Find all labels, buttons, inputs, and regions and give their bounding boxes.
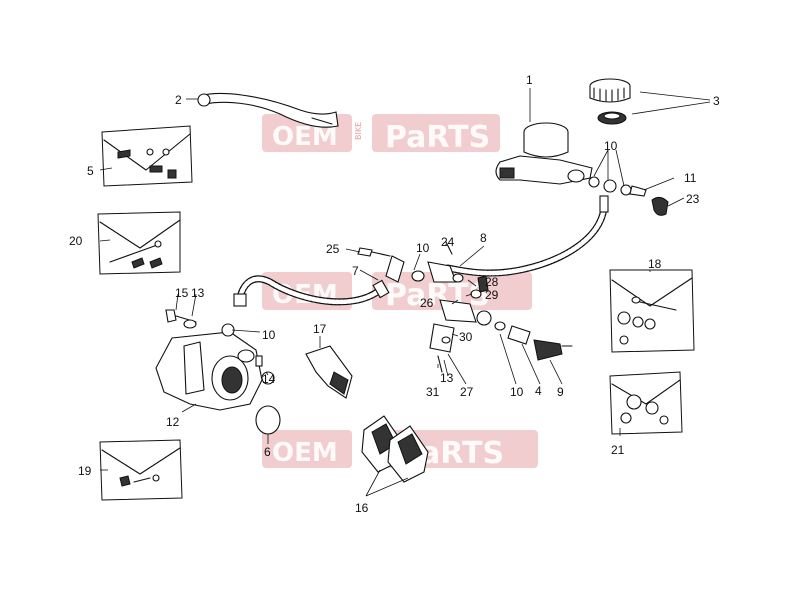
- callout-14: 14: [262, 372, 276, 386]
- watermark-brand-small: BIKE: [354, 122, 363, 140]
- master-cylinder: [495, 122, 593, 185]
- callout-26: 26: [420, 296, 434, 310]
- callout-27: 27: [460, 385, 474, 399]
- callout-23: 23: [686, 192, 700, 206]
- bleeder-cap: [651, 196, 669, 216]
- brake-pads: [361, 415, 429, 483]
- kit-bag-5: [101, 125, 193, 187]
- reservoir-cap: [589, 78, 631, 125]
- leader-lines: [99, 88, 711, 497]
- callout-10-lower: 10: [510, 385, 524, 399]
- callout-11: 11: [684, 171, 697, 185]
- callout-30: 30: [459, 330, 473, 344]
- brake-caliper: [155, 323, 275, 411]
- callout-13-caliper: 13: [191, 286, 205, 300]
- callout-19: 19: [78, 464, 92, 478]
- watermark-brand-right-3: aRTS: [420, 436, 504, 471]
- callout-31: 31: [426, 385, 440, 399]
- watermark-brand-left-3: OEM: [272, 438, 338, 468]
- kit-bag-19: [99, 439, 183, 501]
- brake-hose-upper: [444, 195, 609, 277]
- callout-4: 4: [535, 384, 542, 398]
- pad-spring: [305, 345, 353, 399]
- callout-25: 25: [326, 242, 340, 256]
- kit-bag-21: [609, 371, 683, 435]
- callout-13-junction: 13: [440, 371, 454, 385]
- callout-29: 29: [485, 288, 499, 302]
- callout-24: 24: [441, 235, 455, 249]
- brake-lever: [197, 92, 339, 128]
- callout-28: 28: [485, 275, 499, 289]
- callout-20: 20: [69, 234, 83, 248]
- callout-15: 15: [175, 286, 189, 300]
- callout-10-upper: 10: [604, 139, 618, 153]
- callout-5: 5: [87, 164, 94, 178]
- callout-3: 3: [713, 94, 720, 108]
- callout-7: 7: [352, 264, 359, 278]
- caliper-bolt: [165, 309, 197, 329]
- banjo-bolt-upper: [588, 176, 647, 197]
- watermark-brand-right: PaRTS: [385, 120, 490, 155]
- callout-21: 21: [611, 443, 625, 457]
- callout-10-caliper: 10: [262, 328, 276, 342]
- callout-10-junction: 10: [416, 241, 430, 255]
- callout-1: 1: [526, 73, 533, 87]
- kit-bag-18: [609, 269, 695, 353]
- callout-12: 12: [166, 415, 180, 429]
- callout-8: 8: [480, 231, 487, 245]
- callout-17: 17: [313, 322, 327, 336]
- callout-numbers: 1 2 3 4 5 6 7 8 9 10 10 10 10 11 12 13 1…: [69, 73, 720, 515]
- brake-hose-lower: [233, 275, 390, 307]
- callout-6: 6: [264, 445, 271, 459]
- callout-2: 2: [175, 93, 182, 107]
- caliper-plug: [255, 405, 281, 435]
- kit-bag-20: [97, 211, 181, 275]
- hose-junction: [357, 241, 573, 373]
- callout-18: 18: [648, 257, 662, 271]
- callout-16: 16: [355, 501, 369, 515]
- callout-9: 9: [557, 385, 564, 399]
